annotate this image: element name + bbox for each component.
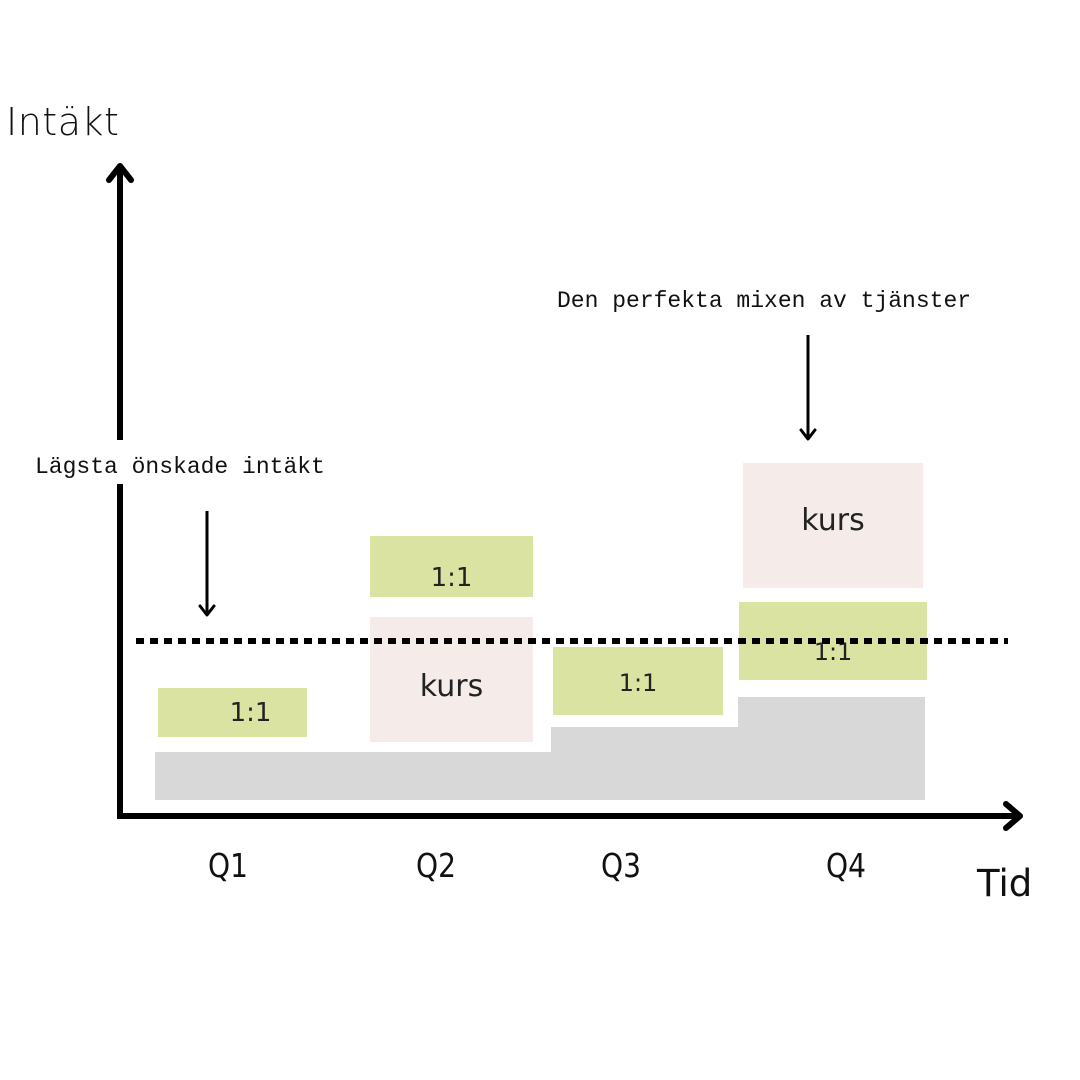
q3-one-to-one-block: 1:1 (553, 647, 723, 715)
y-axis-title: Intäkt (6, 100, 120, 144)
tick-q1: Q1 (208, 846, 248, 885)
y-axis (106, 163, 134, 818)
base-block-q3 (551, 727, 738, 800)
base-block-q1-q2 (155, 752, 551, 800)
min-income-annotation: Lägsta önskade intäkt (33, 452, 327, 482)
perfect-mix-annotation: Den perfekta mixen av tjänster (557, 286, 972, 316)
q3-one-to-one-label: 1:1 (618, 669, 658, 697)
x-axis (117, 801, 1023, 831)
y-axis-arrow-icon (106, 163, 134, 183)
q2-course-block: kurs (370, 617, 533, 742)
q2-one-to-one-label: 1:1 (430, 562, 473, 593)
q4-one-to-one-label: 1:1 (813, 638, 853, 666)
q4-course-label: kurs (801, 503, 865, 538)
q4-course-block: kurs (743, 463, 923, 588)
q2-course-label: kurs (419, 669, 484, 704)
x-axis-title: Tid (977, 862, 1033, 905)
q1-one-to-one-label: 1:1 (229, 697, 272, 728)
q1-one-to-one-block: 1:1 (158, 688, 307, 737)
tick-q4: Q4 (826, 846, 866, 885)
tick-q3: Q3 (601, 846, 641, 885)
x-axis-arrow-icon (1003, 801, 1023, 831)
base-block-q4 (738, 697, 925, 800)
q2-one-to-one-block: 1:1 (370, 536, 533, 597)
tick-q2: Q2 (416, 846, 456, 885)
min-income-arrow-icon (198, 511, 216, 617)
perfect-mix-arrow-icon (799, 335, 817, 441)
